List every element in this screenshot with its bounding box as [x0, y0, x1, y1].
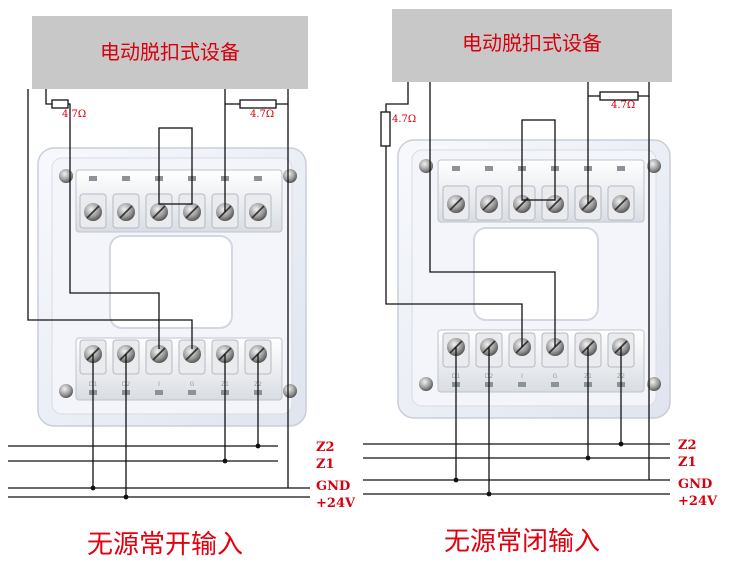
left-wires	[27, 89, 289, 500]
bus-label-gnd: GND	[678, 477, 712, 492]
right-diagram: D1 D2 I G Z1 Z2 电动脱扣式设备	[380, 9, 672, 557]
corner-screw	[283, 384, 297, 398]
resistor-left-label: 4.7Ω	[392, 114, 416, 125]
bus-label-z1: Z1	[316, 457, 335, 472]
bus-labels-left: Z2 Z1 GND +24V	[316, 440, 356, 511]
resistor-left-label: 4.7Ω	[62, 109, 86, 120]
bus-label-gnd: GND	[316, 479, 350, 494]
bus-label-z2: Z2	[316, 440, 335, 455]
corner-screw	[647, 159, 661, 173]
bus-label-24v: +24V	[316, 496, 356, 511]
svg-text:G: G	[190, 381, 195, 388]
caption-right: 无源常闭输入	[444, 527, 600, 557]
corner-screw	[59, 384, 73, 398]
corner-screw	[59, 169, 73, 183]
bottom-terminal-screws	[79, 339, 272, 375]
resistor-left	[51, 99, 69, 109]
svg-text:G: G	[553, 373, 558, 380]
svg-text:I: I	[521, 373, 523, 380]
corner-screw	[419, 377, 433, 391]
resistor-right	[599, 91, 639, 101]
caption-left: 无源常开输入	[87, 530, 243, 560]
device-box	[392, 9, 672, 82]
corner-screw	[283, 169, 297, 183]
svg-text:I: I	[158, 381, 160, 388]
device-label: 电动脱扣式设备	[100, 40, 240, 64]
top-terminal-screws	[442, 185, 635, 221]
center-opening	[109, 235, 233, 329]
bus-label-24v: +24V	[678, 494, 718, 509]
corner-screw	[647, 377, 661, 391]
resistor-right	[239, 99, 277, 109]
left-diagram: D1 D2 I G Z1 Z2 电动脱扣式设备	[27, 16, 308, 560]
resistor-right-label: 4.7Ω	[611, 100, 635, 111]
device-label: 电动脱扣式设备	[462, 31, 602, 55]
device-box	[32, 16, 308, 89]
bus-labels-right: Z2 Z1 GND +24V	[678, 438, 718, 509]
center-opening	[473, 227, 599, 321]
resistor-right-label: 4.7Ω	[250, 109, 274, 120]
bus-lines	[8, 443, 670, 498]
corner-screw	[419, 159, 433, 173]
resistor-left	[380, 111, 391, 147]
bus-label-z2: Z2	[678, 438, 697, 453]
bus-label-z1: Z1	[678, 455, 697, 470]
